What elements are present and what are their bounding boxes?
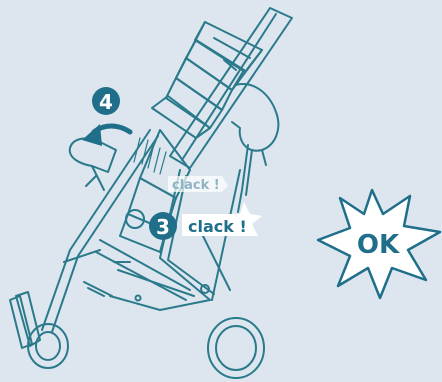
rear-wheel (208, 318, 264, 378)
rotate-arrow-head (82, 124, 102, 146)
handlebar (170, 8, 292, 168)
clack-callout: clack ! (182, 202, 262, 236)
armrest (70, 138, 116, 190)
ok-starburst: OK (318, 190, 440, 298)
front-wheel (10, 292, 68, 368)
ghost-clack-text: clack ! (172, 178, 220, 193)
step-3-number: 3 (156, 215, 170, 239)
step-3-badge: 3 (149, 212, 177, 240)
ok-text: OK (357, 230, 400, 260)
ghost-clack-label: clack ! (168, 176, 228, 193)
clack-text: clack ! (188, 217, 247, 236)
step-4-number: 4 (99, 90, 113, 114)
step-4-badge: 4 (92, 87, 120, 115)
